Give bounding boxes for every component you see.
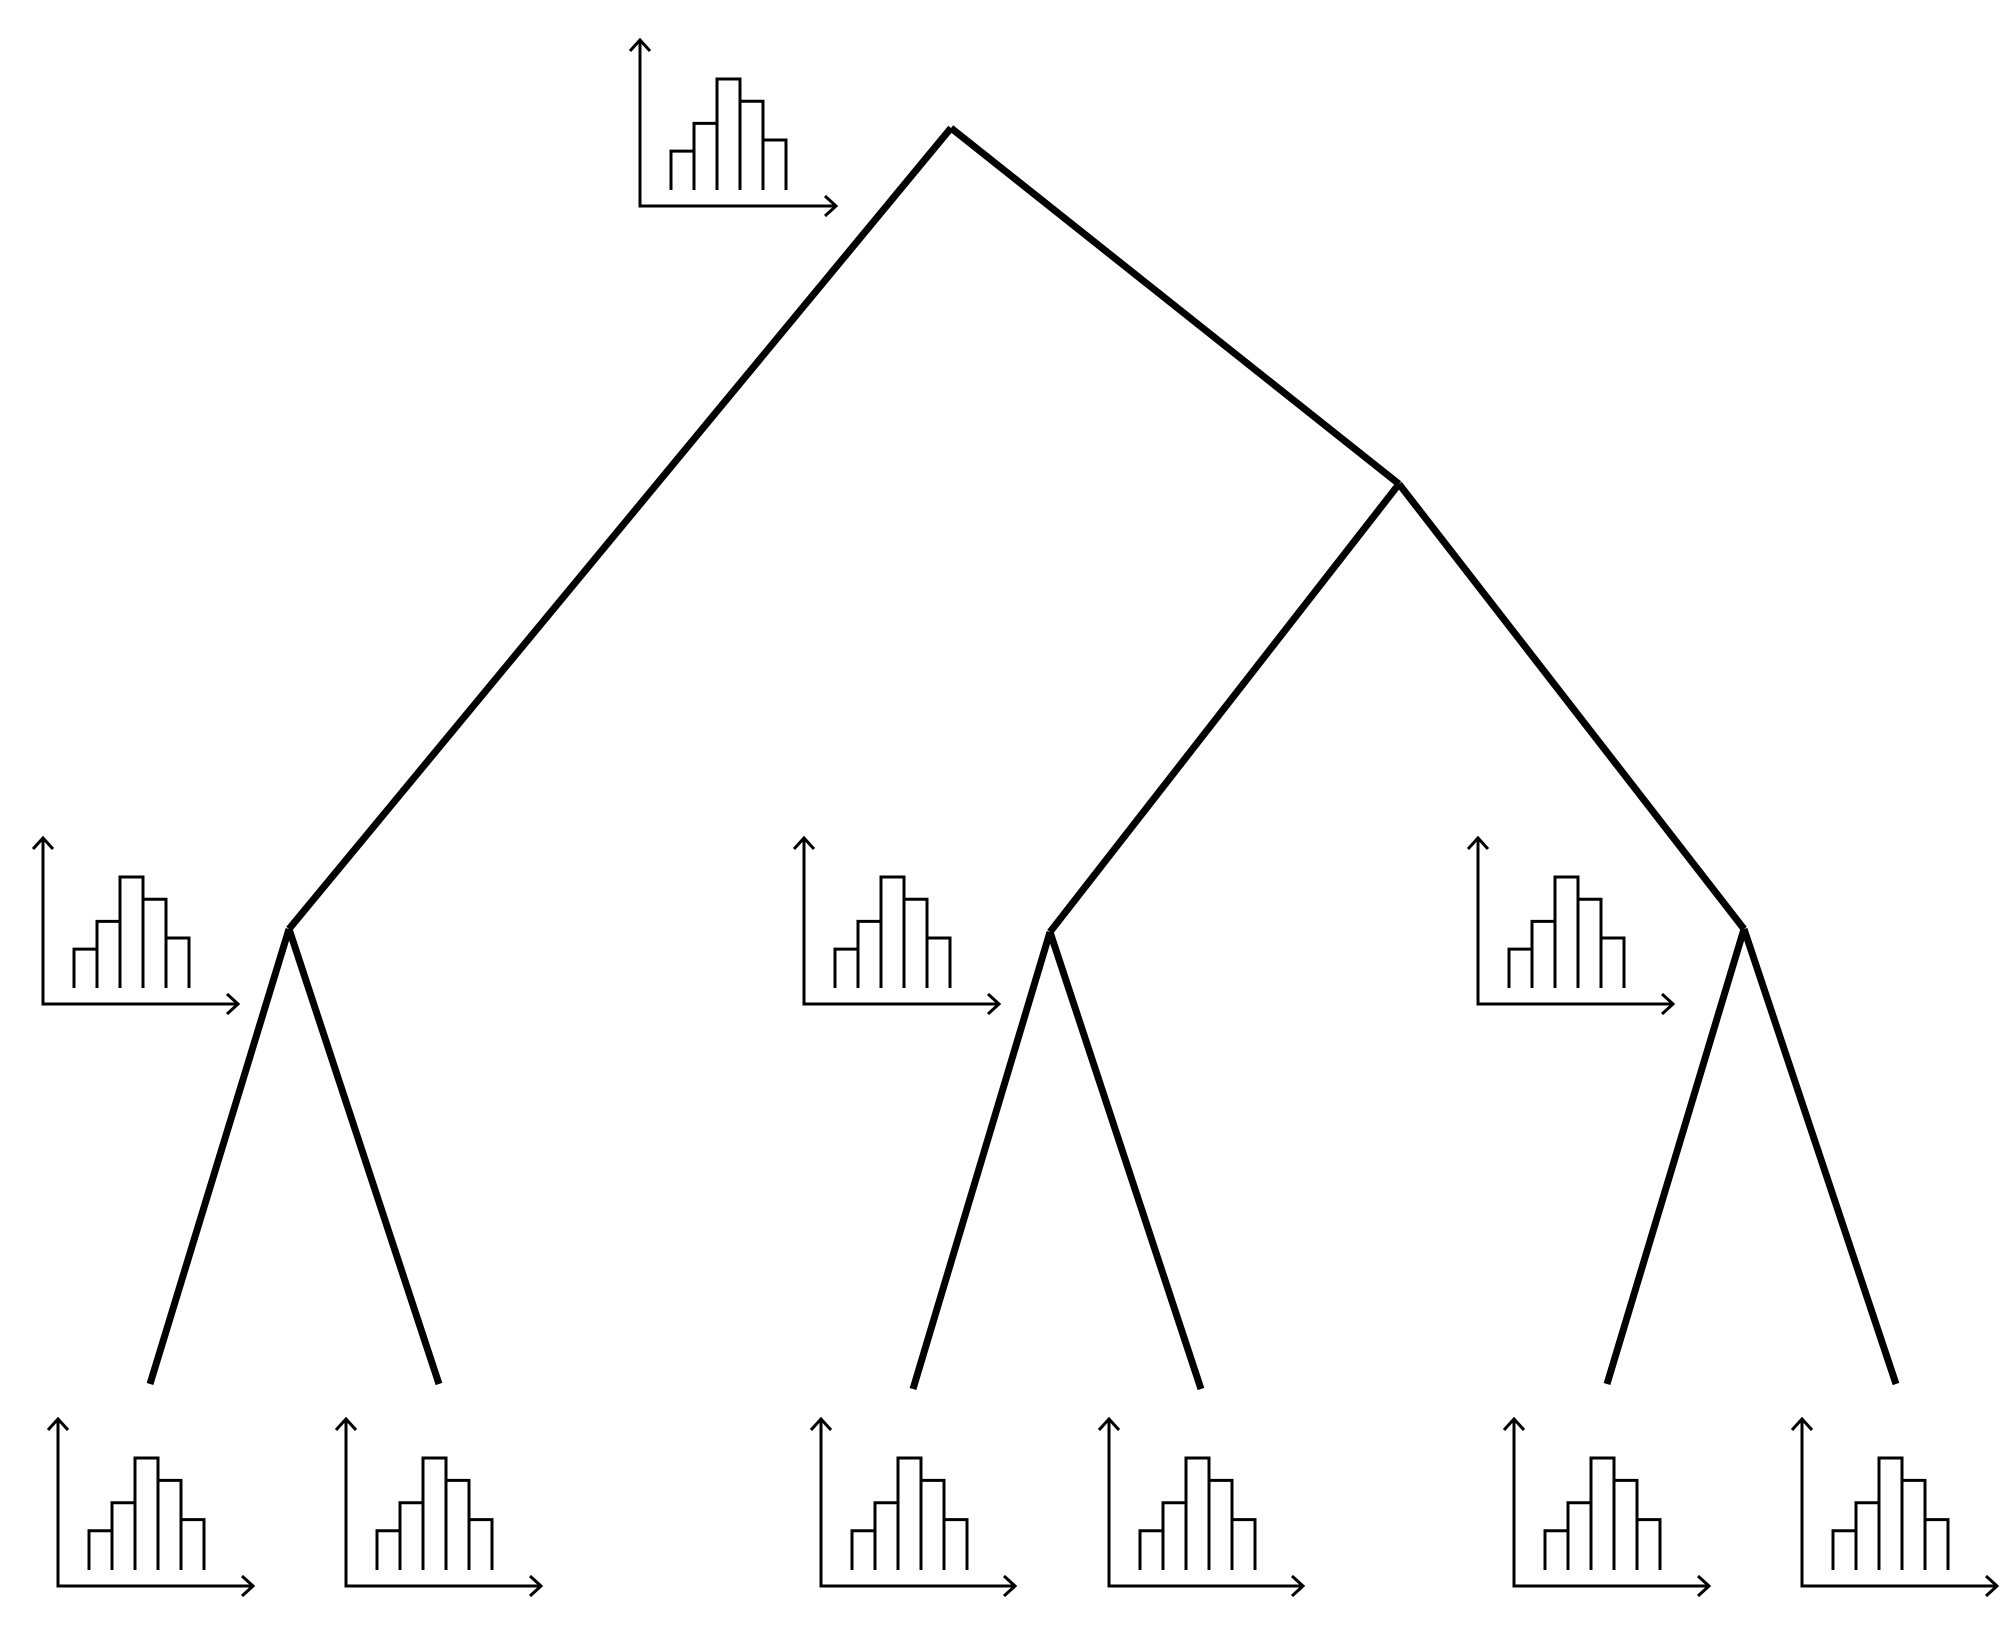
histogram-axes	[41, 838, 238, 1006]
histogram-axes	[802, 838, 999, 1006]
histogram-axes	[1512, 1419, 1709, 1588]
tree-edge-n1-leaf2	[285, 927, 443, 1386]
y-arrow-icon	[31, 835, 55, 851]
x-arrow-icon	[823, 194, 839, 218]
histogram-icon	[792, 835, 1002, 1016]
tree-edge-root-n2	[948, 125, 1402, 487]
y-arrow-icon	[46, 1416, 70, 1432]
x-arrow-icon	[1002, 1574, 1018, 1598]
histogram-icon	[1097, 1416, 1306, 1598]
histogram-icon	[809, 1416, 1018, 1598]
histogram-icon	[1502, 1416, 1712, 1598]
histogram-axes	[1107, 1419, 1303, 1588]
histogram-bar	[761, 138, 788, 190]
y-arrow-icon	[1502, 1416, 1526, 1432]
tree-edge-root-n1	[286, 125, 954, 932]
histogram-bar	[1635, 1518, 1662, 1570]
histogram-bar	[942, 1518, 969, 1570]
x-arrow-icon	[225, 992, 241, 1016]
tree-edge-n1-leaf1	[146, 927, 293, 1386]
tree-edge-n3-leaf3	[909, 930, 1054, 1391]
tree-edge-n4-leaf6	[1740, 927, 1900, 1386]
histogram-axes	[56, 1419, 253, 1588]
histogram-bar	[164, 936, 191, 988]
histogram-axes	[1476, 838, 1673, 1006]
histogram-bar	[1923, 1518, 1950, 1570]
x-arrow-icon	[528, 1574, 544, 1598]
histogram-icon	[46, 1416, 256, 1598]
y-arrow-icon	[628, 37, 652, 53]
y-arrow-icon	[1790, 1416, 1814, 1432]
y-arrow-icon	[792, 835, 816, 851]
tree-edge-n2-n4	[1396, 481, 1747, 932]
histogram-axes	[638, 40, 836, 208]
histogram-icon	[1466, 835, 1676, 1016]
histogram-axes	[344, 1419, 541, 1588]
x-arrow-icon	[1290, 1574, 1306, 1598]
y-arrow-icon	[1466, 835, 1490, 851]
x-arrow-icon	[1696, 1574, 1712, 1598]
histogram-bar	[925, 936, 952, 988]
tree-edge-n2-n3	[1047, 481, 1402, 935]
x-arrow-icon	[1984, 1574, 2000, 1598]
histogram-axes	[1800, 1419, 1997, 1588]
y-arrow-icon	[1097, 1416, 1121, 1432]
histogram-bar	[1599, 936, 1626, 988]
histogram-bar	[179, 1518, 206, 1570]
y-arrow-icon	[809, 1416, 833, 1432]
x-arrow-icon	[1660, 992, 1676, 1016]
x-arrow-icon	[986, 992, 1002, 1016]
histogram-icon	[1790, 1416, 2000, 1598]
histogram-axes	[819, 1419, 1015, 1588]
histogram-icon	[628, 37, 839, 218]
histogram-icon	[31, 835, 241, 1016]
histogram-bar	[1230, 1518, 1257, 1570]
tree-edge-n4-leaf5	[1603, 927, 1748, 1386]
tree-edges	[146, 125, 1900, 1391]
y-arrow-icon	[334, 1416, 358, 1432]
histogram-icon	[334, 1416, 544, 1598]
histogram-bar	[467, 1518, 494, 1570]
x-arrow-icon	[240, 1574, 256, 1598]
histogram-icons	[31, 37, 2000, 1598]
tree-edge-n3-leaf4	[1046, 930, 1205, 1391]
